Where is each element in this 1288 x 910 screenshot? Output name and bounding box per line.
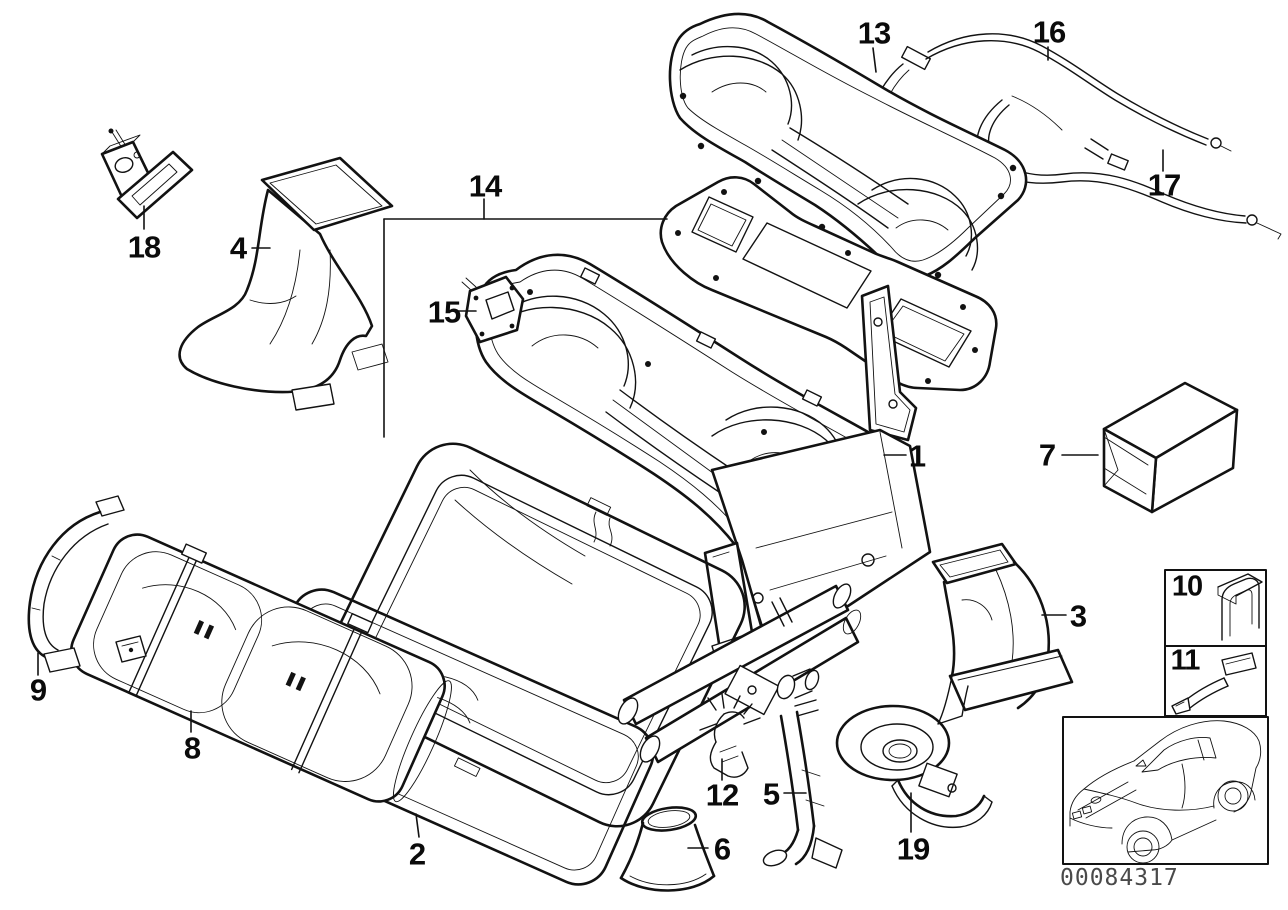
callout-16[interactable]: 16: [1032, 14, 1066, 50]
inset-box-10: [1164, 569, 1267, 647]
callout-1[interactable]: 1: [908, 438, 926, 474]
callout-11[interactable]: 11: [1170, 644, 1201, 677]
part-8-housing: [70, 533, 479, 803]
callout-6[interactable]: 6: [713, 831, 731, 867]
part-16-cable: [880, 33, 1232, 152]
callout-15[interactable]: 15: [427, 294, 461, 330]
part-5-drain-pipe: [762, 668, 843, 869]
heater-pipes: [617, 583, 862, 764]
callout-5[interactable]: 5: [762, 776, 780, 812]
leader-lines: [37, 46, 1164, 849]
callout-9[interactable]: 9: [29, 672, 47, 708]
callout-7[interactable]: 7: [1038, 437, 1056, 473]
part-19-grommet: [835, 704, 993, 829]
part-6-funnel: [619, 806, 716, 892]
car-outline-icon: [1069, 720, 1262, 864]
callout-4[interactable]: 4: [229, 230, 247, 266]
part-12-clip: [699, 693, 761, 778]
callout-10[interactable]: 10: [1171, 570, 1203, 603]
part-7-kit-box: [1102, 381, 1239, 514]
part-3-air-duct: [931, 542, 1074, 725]
part-15-bracket: [461, 275, 525, 344]
callout-17[interactable]: 17: [1147, 167, 1181, 203]
callout-18[interactable]: 18: [127, 229, 161, 265]
part-1-heater-unit: [454, 253, 932, 667]
callout-8[interactable]: 8: [183, 730, 201, 766]
callout-19[interactable]: 19: [896, 831, 930, 867]
part-4-air-duct: [178, 156, 394, 411]
callout-14[interactable]: 14: [468, 168, 502, 204]
callout-12[interactable]: 12: [705, 777, 739, 813]
part-9-strap: [27, 495, 147, 673]
part-14-gasket-sheet: [659, 176, 998, 392]
callout-3[interactable]: 3: [1069, 598, 1087, 634]
part-18-sensor: [100, 128, 194, 220]
car-inset: [1062, 716, 1269, 865]
inset-box-11: [1164, 645, 1267, 717]
doc-number: 00084317: [1060, 865, 1179, 891]
callout-13[interactable]: 13: [857, 15, 891, 51]
callout-2[interactable]: 2: [408, 836, 426, 872]
